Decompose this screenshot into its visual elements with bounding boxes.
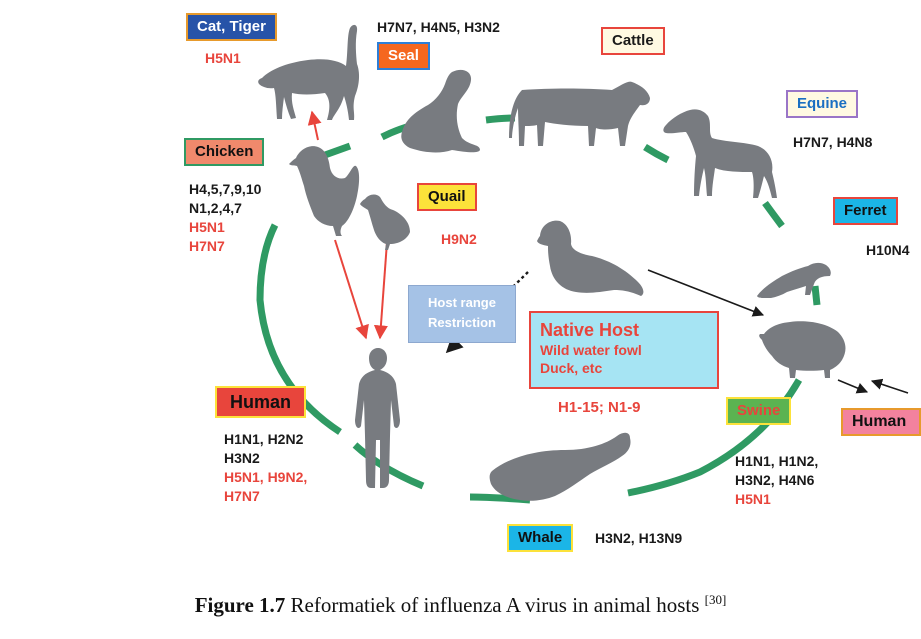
- quail-subtypes: H9N2: [441, 230, 477, 249]
- cat-tiger-subtypes: H5N1: [205, 49, 241, 68]
- quail-label: Quail: [417, 183, 477, 211]
- human-silhouette: [355, 348, 400, 488]
- horse-silhouette: [663, 109, 777, 198]
- seal-label: Seal: [377, 42, 430, 70]
- equine-subtypes: H7N7, H4N8: [793, 133, 872, 152]
- figure-caption: Figure 1.7 Reformatiek of influenza A vi…: [0, 592, 921, 618]
- caption-text: Reformatiek of influenza A virus in anim…: [285, 593, 704, 617]
- whale-silhouette: [490, 433, 631, 501]
- caption-ref: [30]: [705, 592, 727, 607]
- whale-label: Whale: [507, 524, 573, 552]
- native-host-title: Native Host: [540, 319, 708, 341]
- figure-number: Figure 1.7: [195, 593, 286, 617]
- cattle-label: Cattle: [601, 27, 665, 55]
- host-range-restriction-box: Host range Restriction: [408, 285, 516, 343]
- native-host-subtypes: H1-15; N1-9: [558, 398, 641, 417]
- native-host-box: Native Host Wild water fowl Duck, etc: [529, 311, 719, 389]
- ferret-silhouette: [757, 263, 831, 298]
- chicken-label: Chicken: [184, 138, 264, 166]
- seal-subtypes: H7N7, H4N5, H3N2: [377, 18, 500, 37]
- cycle-ring: [260, 118, 817, 500]
- ferret-label: Ferret: [833, 197, 898, 225]
- swine-label: Swine: [726, 397, 791, 425]
- pig-silhouette: [759, 321, 845, 378]
- chicken-silhouette: [289, 146, 359, 236]
- seal-silhouette: [401, 70, 480, 153]
- human-label: Human: [215, 386, 306, 418]
- whale-subtypes: H3N2, H13N9: [595, 529, 682, 548]
- duck-silhouette: [537, 221, 643, 296]
- equine-label: Equine: [786, 90, 858, 118]
- human-right-label: Human: [841, 408, 921, 436]
- cattle-silhouette: [509, 82, 650, 146]
- human-subtypes: H1N1, H2N2 H3N2 H5N1, H9N2, H7N7: [224, 430, 307, 506]
- swine-subtypes: H1N1, H1N2, H3N2, H4N6 H5N1: [735, 452, 818, 509]
- chicken-subtypes: H4,5,7,9,10 N1,2,4,7 H5N1 H7N7: [189, 180, 261, 256]
- quail-silhouette: [360, 195, 410, 250]
- cat-tiger-label: Cat, Tiger: [186, 13, 277, 41]
- ferret-subtypes: H10N4: [866, 241, 910, 260]
